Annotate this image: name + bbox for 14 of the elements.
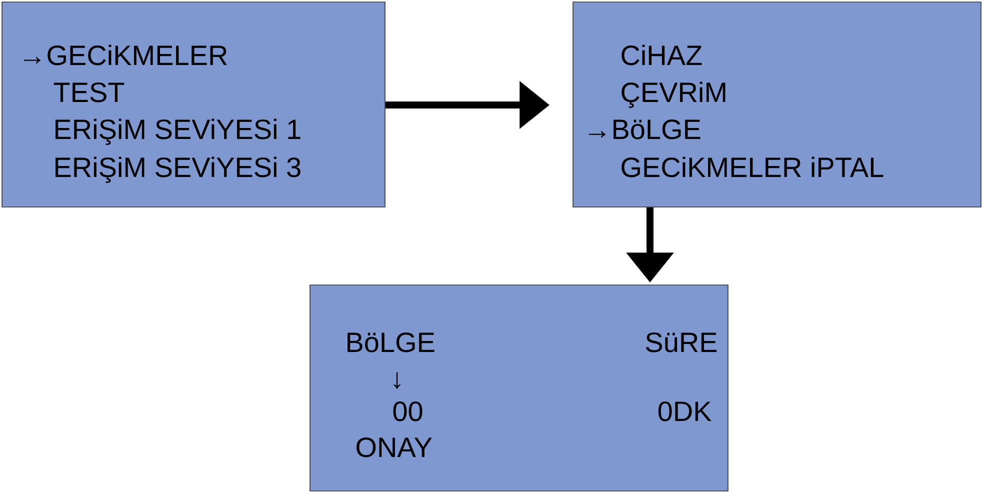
menu-item: ERiŞiM SEViYESi 3 (56, 156, 300, 183)
menu-item: 00 (393, 401, 422, 422)
menu-item: ERiŞiM SEViYESi 1 (56, 118, 300, 145)
menu-item: 0DK (658, 401, 712, 422)
menu-item: ↓ (394, 372, 400, 389)
menu-item: ÇEVRiM (622, 82, 726, 108)
menu-item: →BöLGE (588, 119, 700, 140)
menu-item: TEST (54, 82, 124, 102)
menu-item: →GECiKMELER (24, 44, 227, 66)
menu-item: GECiKMELER iPTAL (622, 156, 884, 178)
menu-item: CiHAZ (622, 44, 702, 66)
menu-item: BöLGE (348, 332, 434, 352)
menu-item: ONAY (356, 437, 432, 458)
menu-item: SüRE (646, 332, 717, 352)
